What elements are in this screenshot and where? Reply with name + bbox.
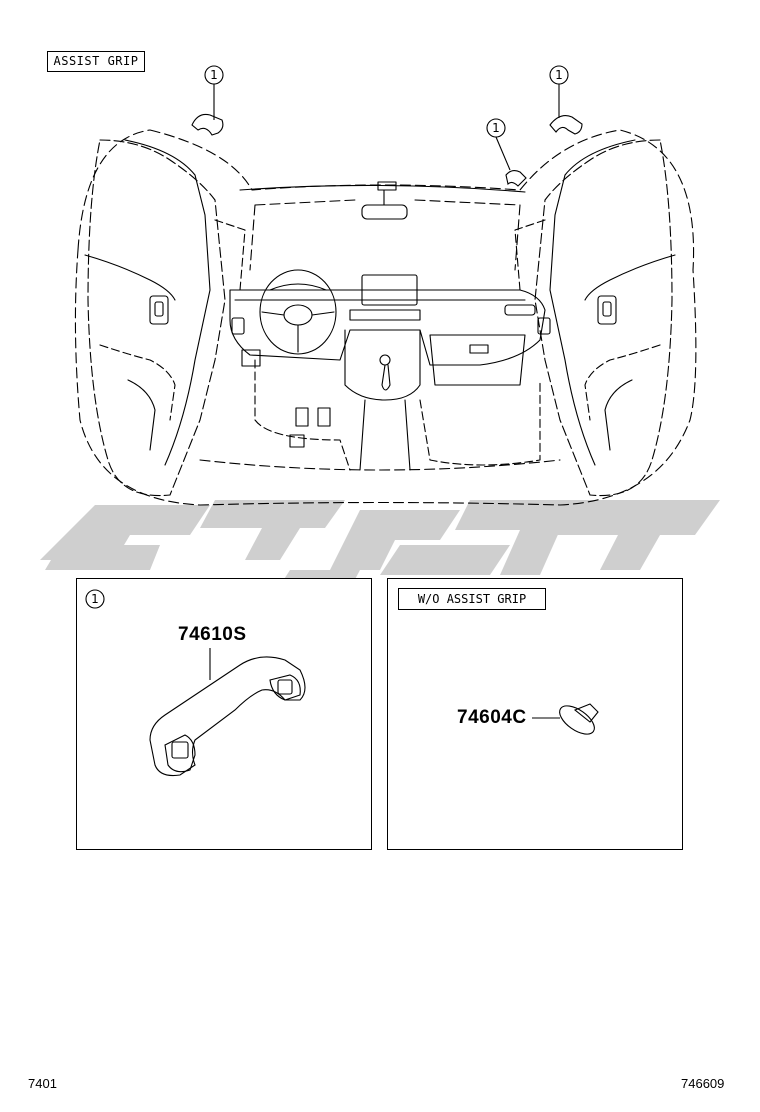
part-number-74610S: 74610S (178, 624, 247, 646)
callout-number-left: 1 (210, 68, 218, 82)
detail-panel-assist-grip (76, 578, 372, 850)
panel-left-marker: 1 (91, 592, 99, 606)
assist-grip-title: ASSIST GRIP (47, 51, 145, 72)
footer-right-code: 746609 (681, 1076, 725, 1091)
callout-number-center: 1 (492, 121, 500, 135)
callout-left (191, 65, 224, 136)
without-assist-grip-caption: W/O ASSIST GRIP (398, 588, 546, 610)
outer-body-outline (74, 129, 697, 506)
footer-left-code: 7401 (28, 1076, 57, 1091)
callout-center (486, 118, 527, 187)
callout-right (549, 65, 583, 135)
detail-panel-without-grip (387, 578, 683, 850)
part-number-74604C: 74604C (457, 707, 527, 729)
callout-number-right: 1 (555, 68, 563, 82)
